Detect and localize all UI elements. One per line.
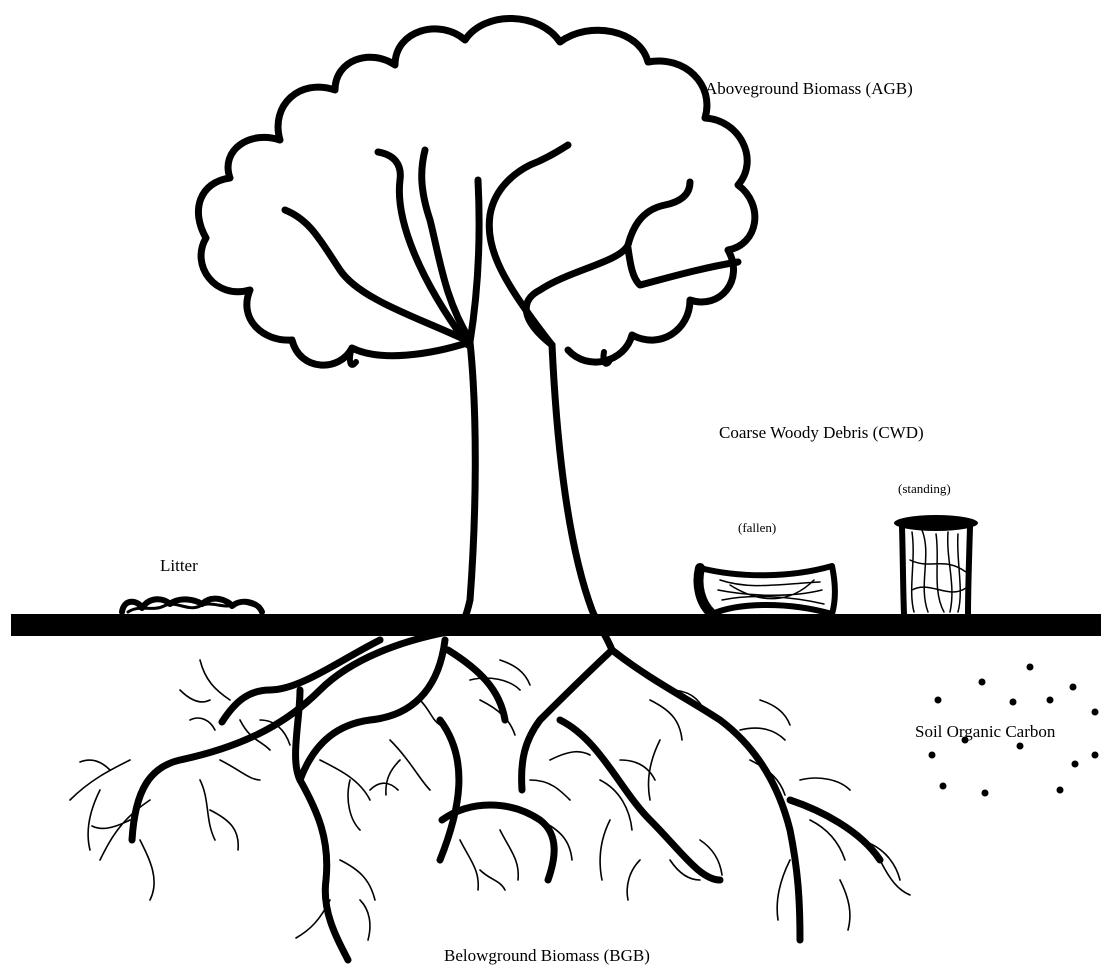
label-bgb: Belowground Biomass (BGB) (444, 946, 650, 966)
label-agb: Aboveground Biomass (AGB) (705, 79, 913, 99)
branch-right-3 (489, 145, 568, 345)
tree-trunk-right (552, 345, 612, 650)
root-main-6 (440, 720, 459, 860)
label-litter: Litter (160, 556, 198, 576)
root-main-7 (442, 805, 554, 880)
branch-right-1 (526, 182, 690, 345)
label-soc: Soil Organic Carbon (915, 722, 1055, 742)
root-main-11 (790, 800, 880, 860)
tree-trunk-left (458, 342, 475, 630)
branch-right-2 (628, 248, 738, 285)
root-main-10 (560, 720, 720, 880)
label-standing: (standing) (898, 481, 951, 497)
label-fallen: (fallen) (738, 520, 776, 536)
branch-center (470, 180, 479, 342)
ground-line (11, 614, 1101, 636)
root-main-4 (300, 640, 445, 780)
litter-pile (122, 599, 262, 612)
fallen-log-icon (699, 566, 836, 614)
root-main-9 (612, 650, 800, 940)
label-cwd: Coarse Woody Debris (CWD) (719, 423, 924, 443)
standing-snag-icon (894, 515, 978, 614)
